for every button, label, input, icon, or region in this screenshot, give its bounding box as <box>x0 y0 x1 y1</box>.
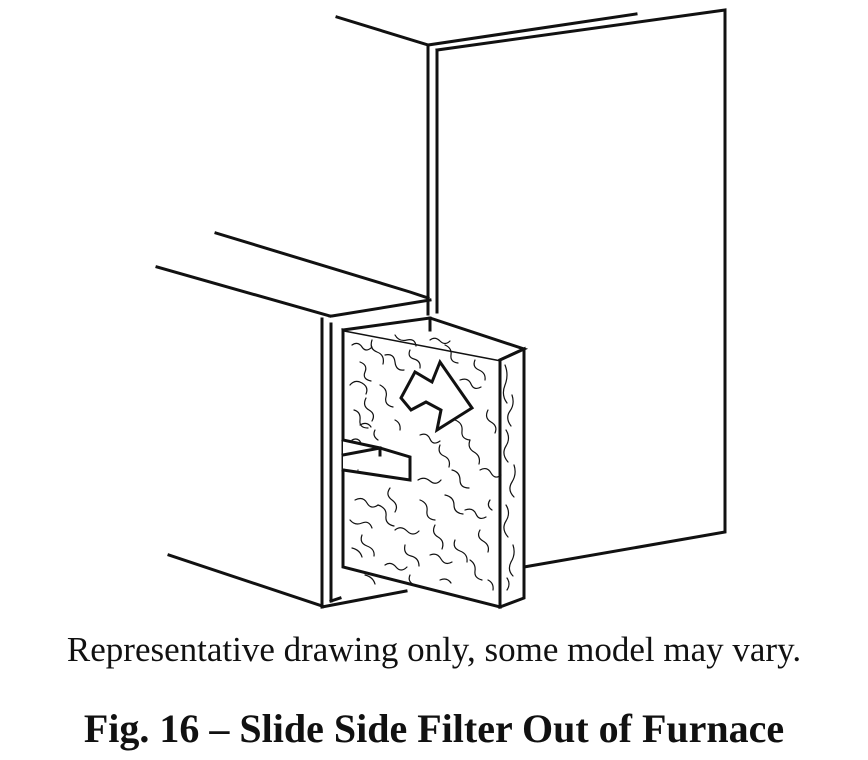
figure-title: Fig. 16 – Slide Side Filter Out of Furna… <box>83 706 785 751</box>
return-air-duct <box>155 231 432 609</box>
slide-side-filter-diagram <box>155 8 727 610</box>
filter-media-texture <box>349 334 516 591</box>
furnace-cabinet <box>335 8 727 569</box>
disclaimer-note: Representative drawing only, some model … <box>66 630 802 669</box>
slide-direction-arrow <box>399 358 475 434</box>
filter-handle-tab <box>341 438 412 497</box>
